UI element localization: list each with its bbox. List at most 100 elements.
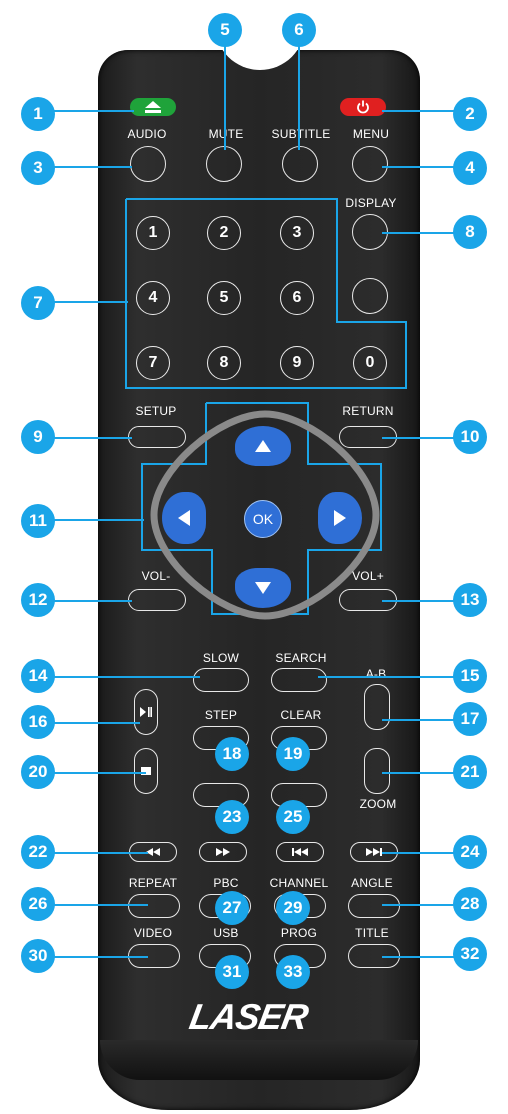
callout-line-13: [382, 600, 458, 602]
arrow-right-icon: [334, 510, 346, 526]
zoom-button[interactable]: [364, 748, 390, 794]
menu-label: MENU: [352, 127, 390, 141]
callout-line-16: [52, 722, 140, 724]
callout-badge-17: 17: [453, 702, 487, 736]
up-arrow-button[interactable]: [235, 426, 291, 466]
ab-label: A-B: [365, 667, 387, 681]
callout-line-6: [298, 40, 300, 150]
callout-badge-3: 3: [21, 151, 55, 185]
skip-previous-button[interactable]: [276, 842, 324, 862]
angle-button[interactable]: [348, 894, 400, 918]
arrow-left-icon: [178, 510, 190, 526]
vol-minus-label: VOL-: [141, 569, 171, 583]
callout-badge-7: 7: [21, 286, 55, 320]
callout-line-3: [52, 166, 132, 168]
channel-label: CHANNEL: [269, 876, 329, 890]
callout-badge-18: 18: [215, 737, 249, 771]
callout-line-5: [224, 40, 226, 150]
repeat-button[interactable]: [128, 894, 180, 918]
stop-button[interactable]: [134, 748, 158, 794]
arrow-down-icon: [255, 582, 271, 594]
number-button-4[interactable]: 4: [136, 281, 170, 315]
eject-icon: [145, 101, 161, 113]
callout-line-30: [52, 956, 148, 958]
stop-icon: [141, 767, 151, 775]
vol-minus-button[interactable]: [128, 589, 186, 611]
callout-badge-5: 5: [208, 13, 242, 47]
callout-line-2: [382, 110, 458, 112]
callout-badge-29: 29: [276, 891, 310, 925]
pbc-label: PBC: [213, 876, 239, 890]
clear-label: CLEAR: [280, 708, 322, 722]
setup-label: SETUP: [135, 404, 177, 418]
video-label: VIDEO: [133, 926, 173, 940]
fast-forward-button[interactable]: [199, 842, 247, 862]
audio-label: AUDIO: [127, 127, 167, 141]
power-button[interactable]: [340, 98, 386, 116]
number-button-0[interactable]: 0: [353, 346, 387, 380]
callout-line-20: [52, 772, 146, 774]
arrow-up-icon: [255, 440, 271, 452]
callout-badge-22: 22: [21, 835, 55, 869]
left-arrow-button[interactable]: [162, 492, 206, 544]
callout-badge-2: 2: [453, 97, 487, 131]
callout-badge-24: 24: [453, 835, 487, 869]
skip-previous-icon: [292, 848, 308, 856]
number-button-9[interactable]: 9: [280, 346, 314, 380]
callout-badge-26: 26: [21, 887, 55, 921]
step-label: STEP: [204, 708, 238, 722]
callout-line-22: [52, 852, 148, 854]
search-button[interactable]: [271, 668, 327, 692]
down-arrow-button[interactable]: [235, 568, 291, 608]
callout-badge-20: 20: [21, 755, 55, 789]
play-pause-button[interactable]: [134, 689, 158, 735]
callout-line-12: [52, 600, 132, 602]
callout-badge-31: 31: [215, 955, 249, 989]
callout-badge-16: 16: [21, 705, 55, 739]
ok-button[interactable]: OK: [244, 500, 282, 538]
callout-badge-30: 30: [21, 939, 55, 973]
callout-badge-33: 33: [276, 955, 310, 989]
callout-badge-8: 8: [453, 215, 487, 249]
right-arrow-button[interactable]: [318, 492, 362, 544]
usb-label: USB: [213, 926, 239, 940]
callout-badge-4: 4: [453, 151, 487, 185]
callout-badge-14: 14: [21, 659, 55, 693]
callout-line-26: [52, 904, 148, 906]
remote-bottom-edge: [100, 1040, 418, 1080]
zoom-label: ZOOM: [359, 797, 397, 811]
number-button-1[interactable]: 1: [136, 216, 170, 250]
audio-button[interactable]: [130, 146, 166, 182]
callout-badge-9: 9: [21, 420, 55, 454]
subtitle-label: SUBTITLE: [271, 127, 331, 141]
subtitle-button[interactable]: [282, 146, 318, 182]
callout-line-8: [382, 232, 458, 234]
callout-badge-25: 25: [276, 800, 310, 834]
skip-next-icon: [366, 848, 382, 856]
brand-logo: LASER: [186, 996, 311, 1037]
menu-button[interactable]: [352, 146, 388, 182]
number-button-3[interactable]: 3: [280, 216, 314, 250]
callout-line-9: [52, 437, 132, 439]
return-label: RETURN: [342, 404, 394, 418]
number-button-6[interactable]: 6: [280, 281, 314, 315]
number-button-5[interactable]: 5: [207, 281, 241, 315]
callout-line-15: [318, 676, 458, 678]
eject-button[interactable]: [130, 98, 176, 116]
vol-plus-label: VOL+: [352, 569, 384, 583]
callout-badge-15: 15: [453, 659, 487, 693]
number-button-8[interactable]: 8: [207, 346, 241, 380]
play-pause-icon: [140, 707, 152, 717]
slow-button[interactable]: [193, 668, 249, 692]
callout-line-32: [382, 956, 458, 958]
blank-button[interactable]: [352, 278, 388, 314]
callout-line-11: [52, 519, 144, 521]
callout-badge-19: 19: [276, 737, 310, 771]
callout-badge-13: 13: [453, 583, 487, 617]
number-button-7[interactable]: 7: [136, 346, 170, 380]
ab-button[interactable]: [364, 684, 390, 730]
callout-badge-23: 23: [215, 800, 249, 834]
number-button-2[interactable]: 2: [207, 216, 241, 250]
